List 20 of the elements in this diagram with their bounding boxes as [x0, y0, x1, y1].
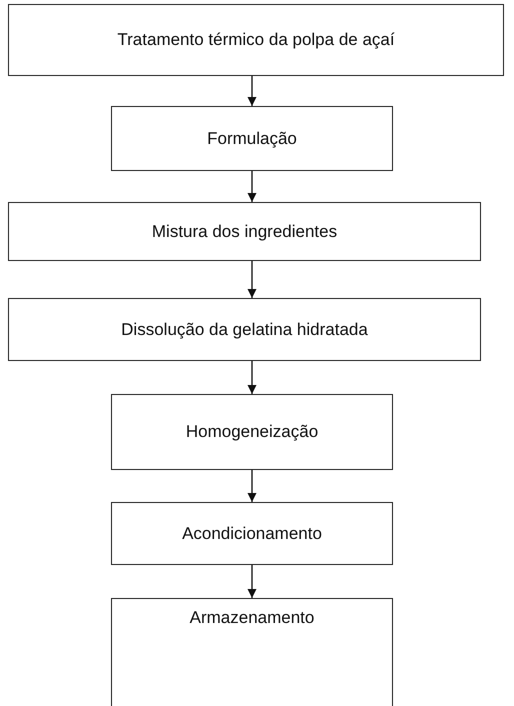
step-label: Homogeneização: [186, 422, 318, 442]
step-label: Formulação: [207, 128, 297, 148]
process-box: [111, 106, 393, 171]
process-box: [111, 502, 393, 565]
step-label: Acondicionamento: [182, 524, 322, 544]
arrow: [248, 171, 256, 202]
arrow: [248, 261, 256, 298]
step-label: Mistura dos ingredientes: [152, 222, 338, 242]
arrow: [248, 470, 256, 502]
process-box: [111, 598, 393, 706]
step-label: Dissolução da gelatina hidratada: [121, 320, 368, 340]
process-box: [8, 4, 504, 76]
process-box: [8, 298, 481, 361]
arrow: [248, 76, 256, 106]
step-label: Tratamento térmico da polpa de açaí: [117, 30, 395, 50]
process-box: [111, 394, 393, 470]
arrow: [248, 361, 256, 394]
arrow: [248, 565, 256, 598]
process-box: [8, 202, 481, 261]
step-label: Armazenamento: [190, 608, 314, 628]
